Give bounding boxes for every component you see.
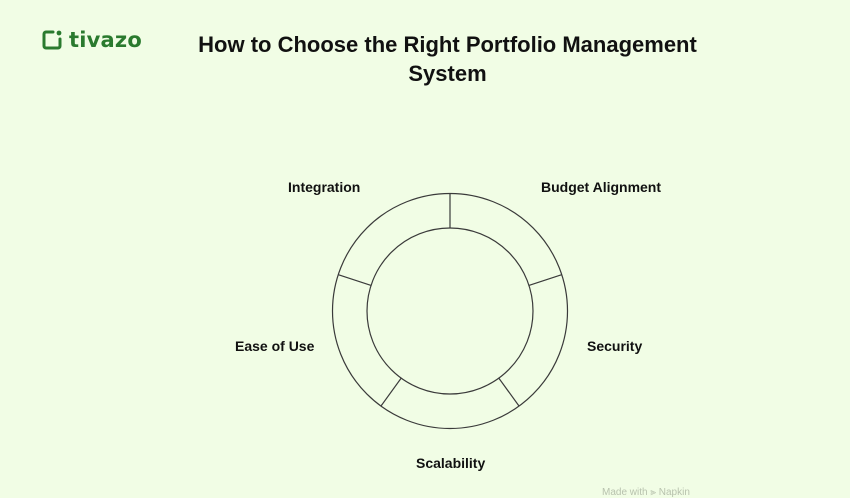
segment-label-ease-of-use: Ease of Use [235, 338, 315, 354]
segment-divider [338, 274, 372, 286]
brand-logo: tivazo [41, 29, 142, 51]
segment-divider [498, 377, 520, 407]
segment-divider [380, 377, 402, 407]
inner-ring [366, 227, 534, 395]
segment-label-scalability: Scalability [416, 455, 486, 471]
segment-dividers [338, 193, 562, 407]
page-title: How to Choose the Right Portfolio Manage… [198, 32, 697, 86]
cycle-ring [331, 192, 569, 430]
segment-label-security: Security [587, 338, 643, 354]
segment-divider [528, 274, 562, 286]
tivazo-logo-icon [42, 30, 62, 50]
segment-label-integration: Integration [288, 179, 361, 195]
outer-ring [331, 192, 569, 430]
segment-label-budget-alignment: Budget Alignment [541, 179, 662, 195]
footer-credit: Made with ⫸ Napkin [602, 487, 690, 498]
brand-name: tivazo [69, 28, 142, 52]
